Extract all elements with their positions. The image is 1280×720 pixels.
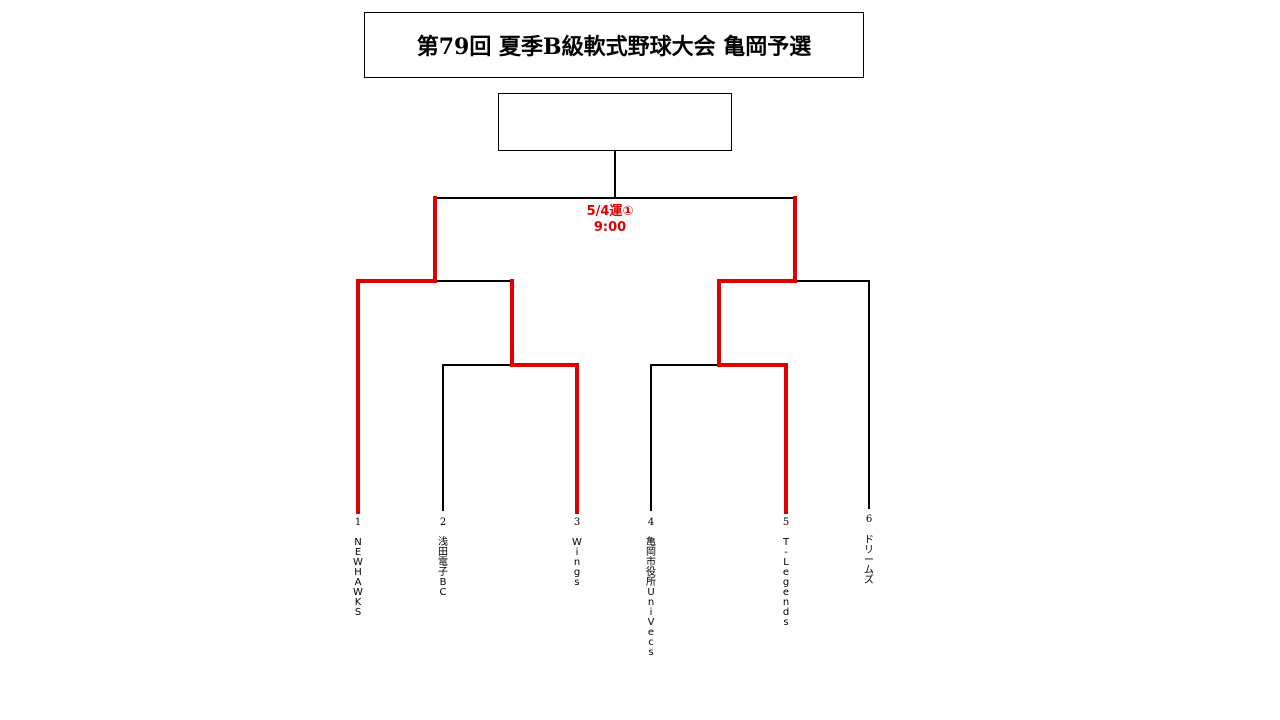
seed-4: 4	[647, 517, 655, 528]
winner-path-team-1	[356, 196, 437, 514]
seed-3: 3	[573, 517, 581, 528]
final-match-info: 5/4運① 9:00	[560, 204, 660, 236]
team-name-6: ドリームズ	[861, 536, 877, 586]
champion-box	[498, 93, 732, 151]
seed-1: 1	[354, 517, 362, 528]
winner-path-team-5	[717, 196, 797, 514]
seed-2: 2	[439, 517, 447, 528]
winner-path-team-3	[510, 279, 579, 514]
final-date: 5/4運①	[586, 204, 634, 219]
tournament-title: 第79回 夏季B級軟式野球大会 亀岡予選	[364, 12, 864, 78]
seed-5: 5	[782, 517, 790, 528]
seed-6: 6	[865, 514, 873, 525]
final-time: 9:00	[593, 220, 627, 235]
team-name-text: ドリームズ	[864, 535, 874, 586]
